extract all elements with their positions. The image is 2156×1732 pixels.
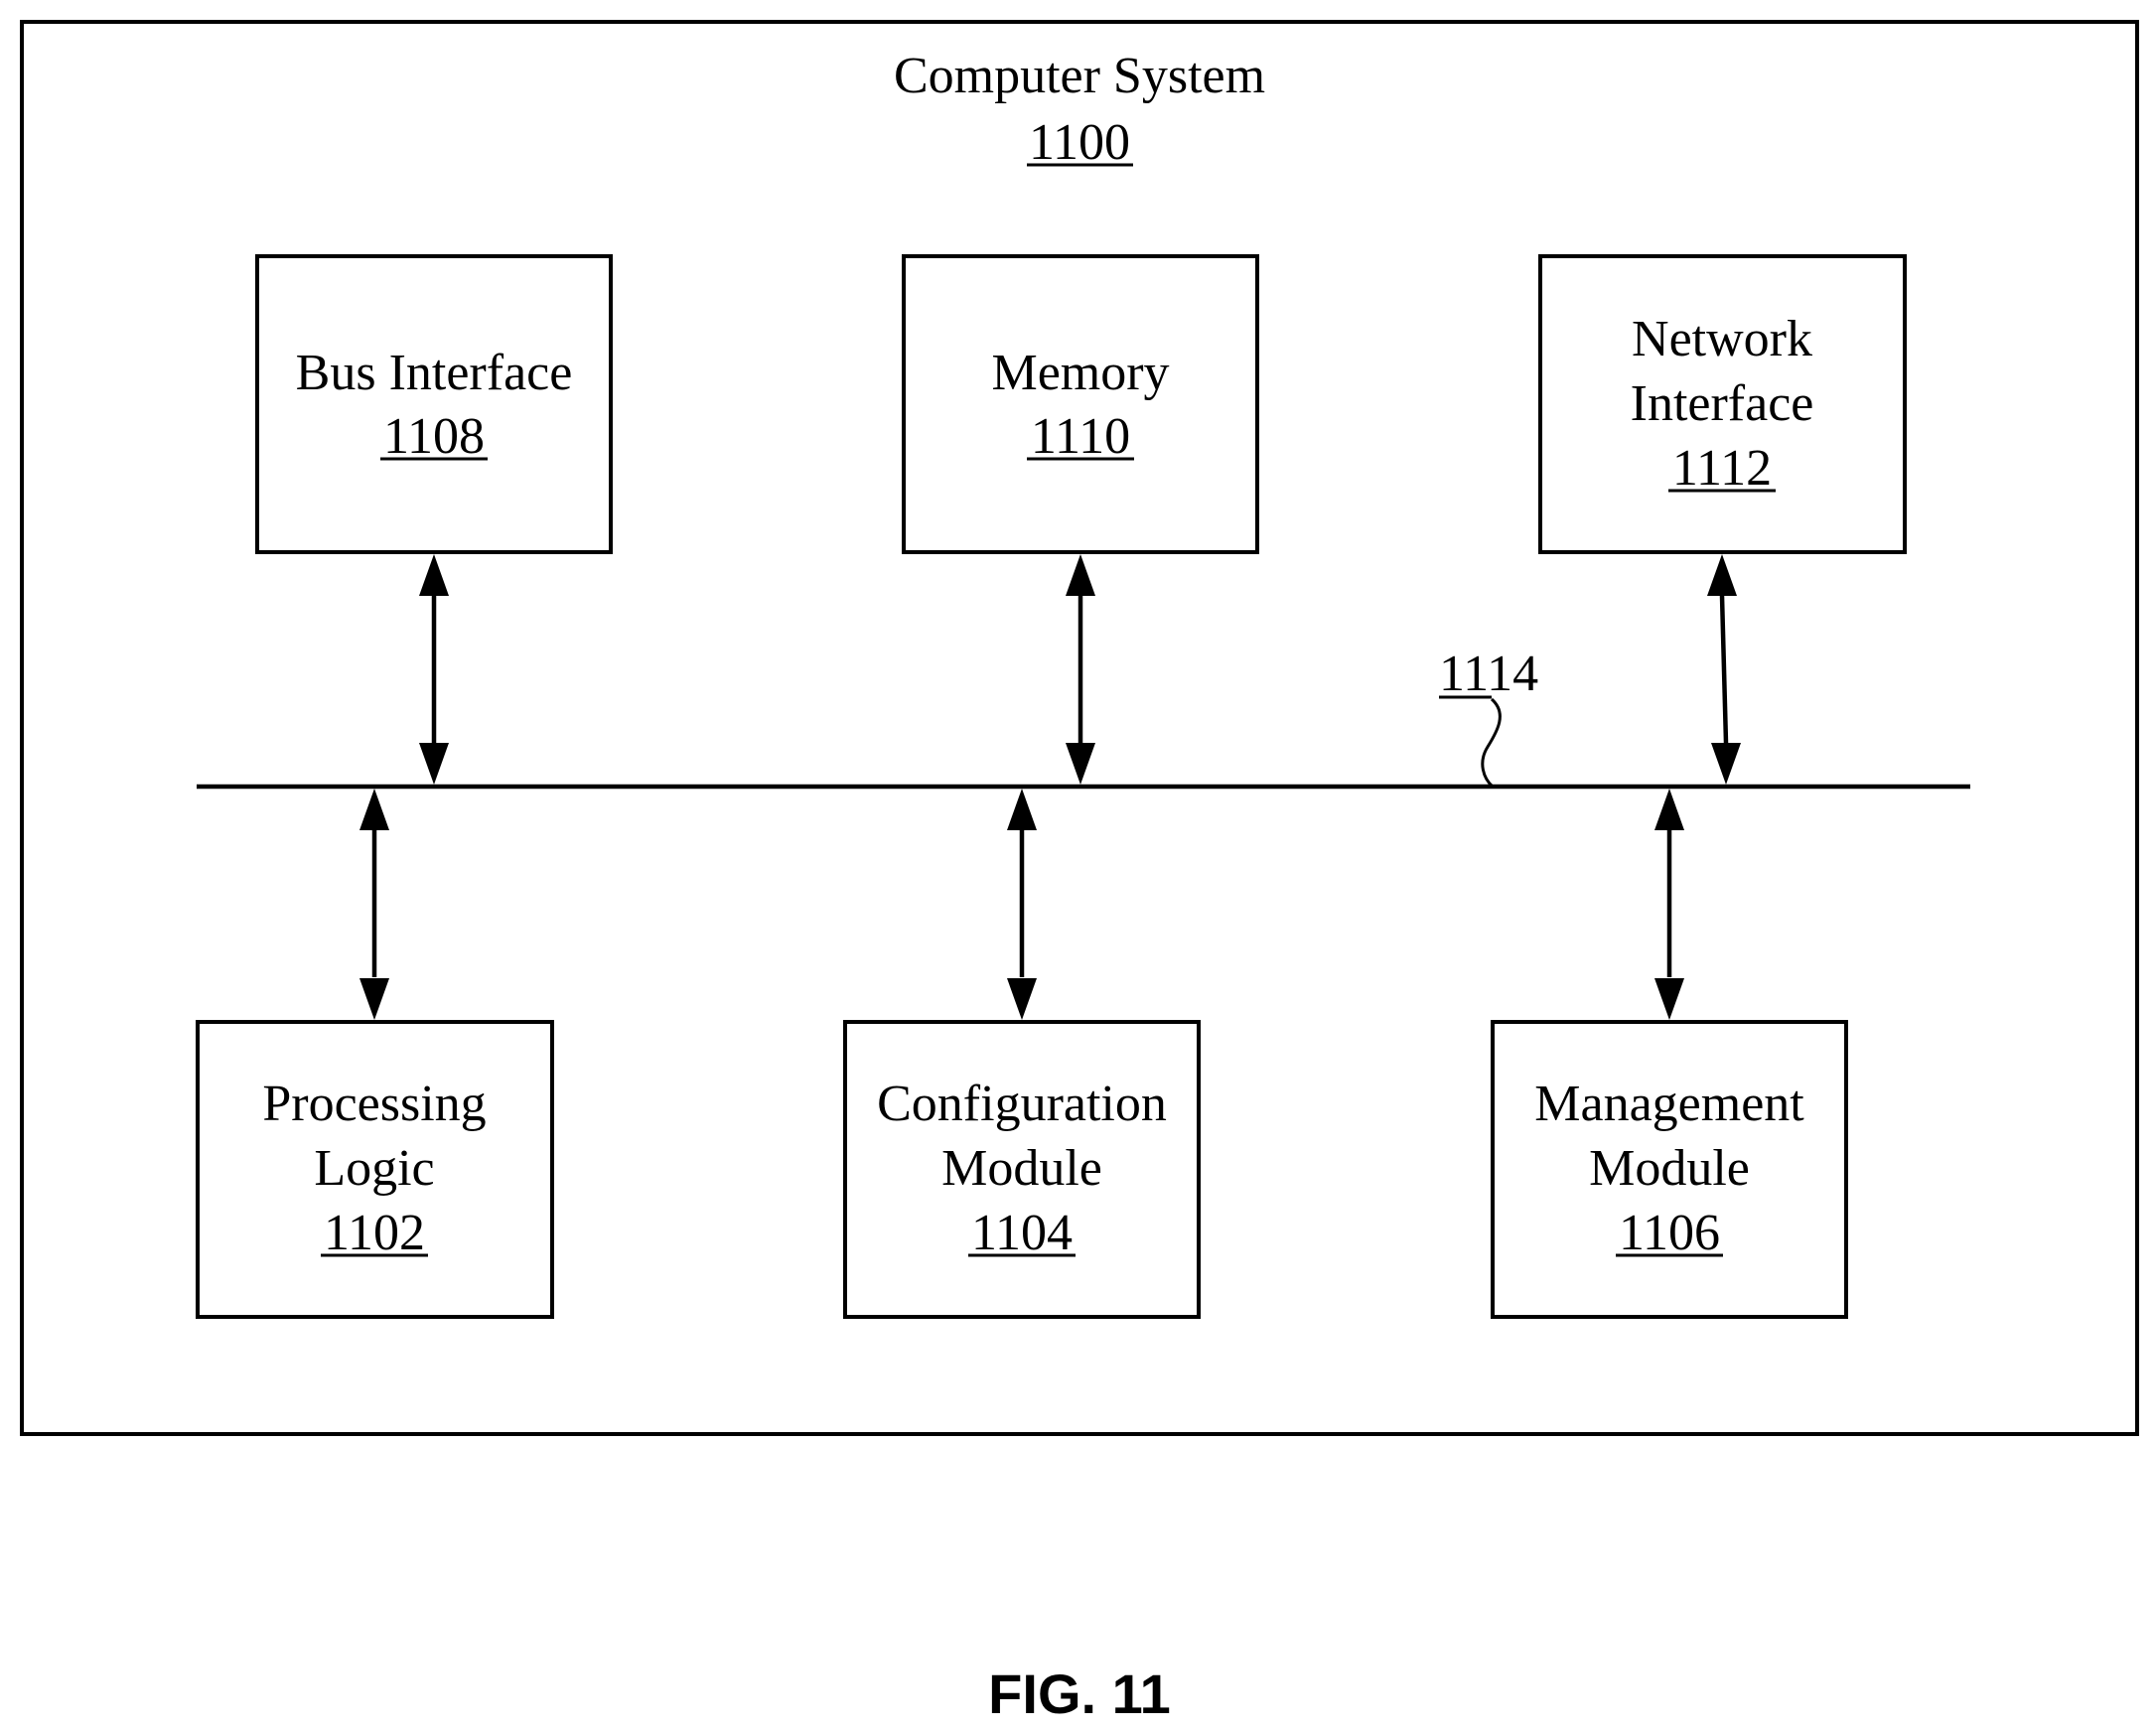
management-module-ref: 1106 <box>1619 1205 1720 1261</box>
figure-label: FIG. 11 <box>988 1662 1171 1725</box>
bus-interface-frame <box>257 256 611 552</box>
memory-frame <box>904 256 1257 552</box>
bus-ref-underlined: 11 <box>1439 646 1487 702</box>
configuration-module-label-line2: Module <box>941 1140 1102 1197</box>
bus-ref: 1114 <box>1439 646 1538 702</box>
processing-logic-label-line1: Processing <box>262 1076 486 1132</box>
processing-logic-ref: 1102 <box>324 1205 425 1261</box>
processing-logic-box: Processing Logic 1102 <box>198 1022 552 1317</box>
bus-ref-rest: 14 <box>1487 646 1538 702</box>
system-title: Computer System <box>894 48 1265 104</box>
management-module-label-line1: Management <box>1534 1076 1804 1132</box>
configuration-module-label-line1: Configuration <box>877 1076 1167 1132</box>
memory-ref: 1110 <box>1031 408 1130 465</box>
system-ref: 1100 <box>1029 114 1130 171</box>
bus-interface-box: Bus Interface 1108 <box>257 256 611 552</box>
network-interface-box: Network Interface 1112 <box>1540 256 1905 552</box>
memory-label-line1: Memory <box>991 345 1169 401</box>
management-module-box: Management Module 1106 <box>1493 1022 1846 1317</box>
configuration-module-ref: 1104 <box>971 1205 1073 1261</box>
network-interface-label-line1: Network <box>1632 311 1812 367</box>
network-interface-ref: 1112 <box>1672 440 1772 497</box>
bus-interface-label-line1: Bus Interface <box>296 345 573 401</box>
management-module-label-line2: Module <box>1589 1140 1750 1197</box>
network-interface-label-line2: Interface <box>1631 375 1814 432</box>
configuration-module-box: Configuration Module 1104 <box>845 1022 1199 1317</box>
processing-logic-label-line2: Logic <box>314 1140 434 1197</box>
bus-interface-ref: 1108 <box>383 408 485 465</box>
memory-box: Memory 1110 <box>904 256 1257 552</box>
